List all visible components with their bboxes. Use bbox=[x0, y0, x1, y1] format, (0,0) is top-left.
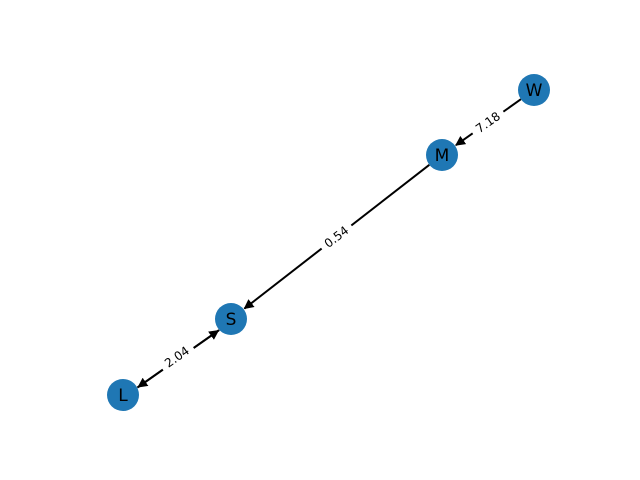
node-circle bbox=[426, 139, 458, 171]
node-circle bbox=[107, 379, 139, 411]
edge-label-W-M: 7.18 bbox=[468, 105, 508, 140]
node-W: W bbox=[518, 74, 550, 106]
node-S: S bbox=[215, 303, 247, 335]
edge-label-M-S: 0.54 bbox=[316, 219, 357, 255]
edge-label-background bbox=[468, 105, 508, 140]
edge-label-S-L: 2.04 bbox=[157, 339, 197, 375]
node-label: L bbox=[118, 386, 128, 406]
nodes-layer: W M S L bbox=[107, 74, 550, 411]
node-circle bbox=[518, 74, 550, 106]
node-M: M bbox=[426, 139, 458, 171]
node-label: M bbox=[435, 146, 450, 166]
edge-label-background bbox=[316, 219, 357, 255]
node-circle bbox=[215, 303, 247, 335]
node-label: W bbox=[526, 81, 543, 101]
node-label: S bbox=[226, 310, 237, 330]
edge-label-background bbox=[157, 339, 197, 375]
node-L: L bbox=[107, 379, 139, 411]
edge-labels-layer: 7.18 0.54 2.04 bbox=[157, 105, 508, 375]
